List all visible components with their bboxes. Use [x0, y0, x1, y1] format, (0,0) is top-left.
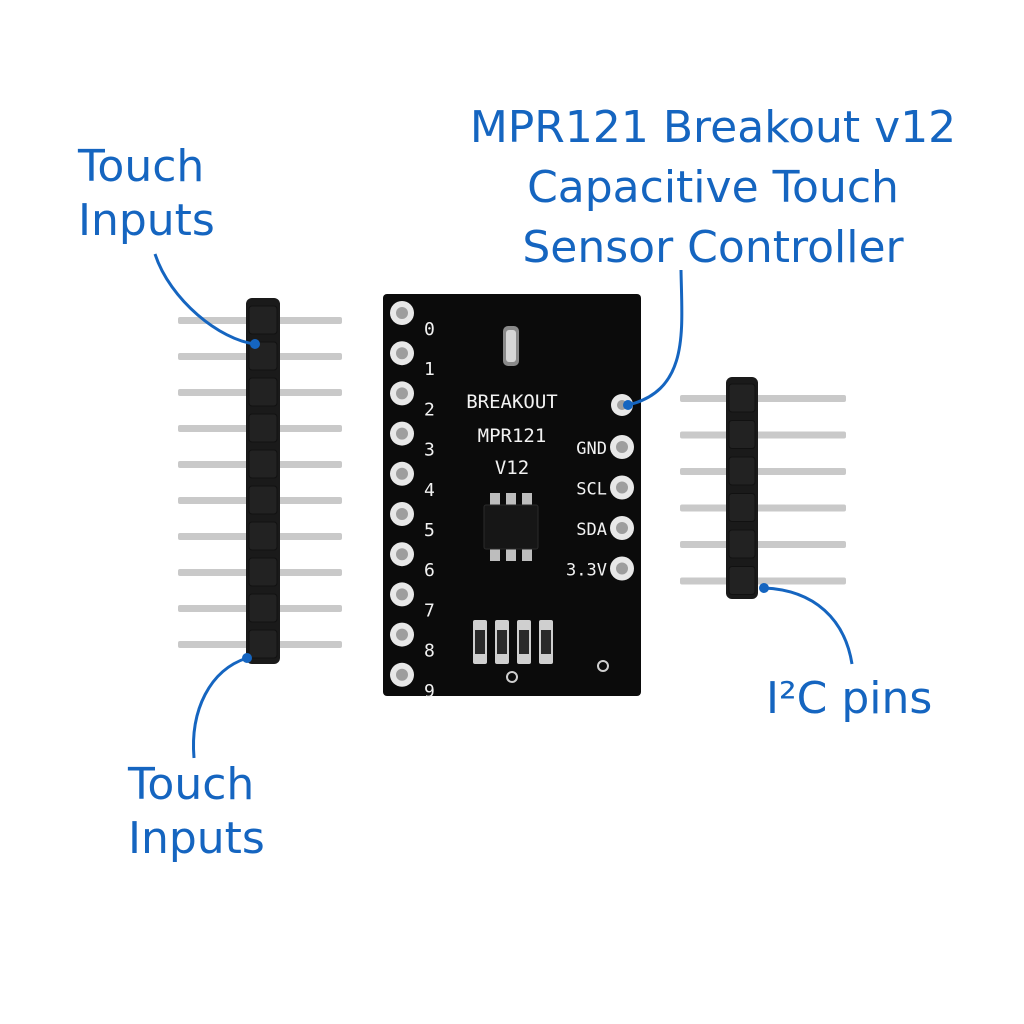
right-header-pin [680, 504, 846, 512]
left-header-segment [248, 377, 278, 407]
leader-dot-i2c [759, 583, 769, 593]
right-header-segment [728, 493, 756, 522]
touch-inputs-top-line1: Touch [78, 141, 205, 192]
board-title-line2: Capacitive Touch [527, 162, 899, 213]
right-pin-header [680, 377, 846, 599]
i2c-pins-label: I²C pins [766, 673, 933, 724]
touch-pad-hole [396, 387, 408, 400]
leader-touch-bottom [191, 656, 248, 759]
right-header-segment [728, 529, 756, 559]
touch-pad-hole [396, 668, 408, 681]
i2c-pin-label: GND [576, 439, 607, 459]
i2c-pin-label: SDA [576, 520, 607, 540]
touch-pad-hole [396, 508, 408, 520]
via-hole [506, 671, 518, 683]
left-header-segment [248, 449, 278, 479]
left-header-segment [248, 593, 278, 623]
touch-pin-label: 7 [424, 600, 435, 621]
touch-pin-label: 2 [424, 399, 435, 420]
touch-pad-hole [396, 427, 408, 440]
right-header-segment [728, 420, 756, 449]
touch-pin-label: 4 [424, 480, 435, 501]
leader-title [627, 269, 684, 407]
right-header-pin [680, 541, 846, 548]
mpr121-chip [483, 493, 539, 561]
touch-pin-label: 3 [424, 440, 435, 461]
right-header-pin [680, 395, 846, 402]
touch-pad-hole [396, 548, 408, 561]
mounting-hole [597, 660, 609, 672]
touch-pad-hole [396, 467, 408, 480]
right-header-pin [680, 431, 846, 439]
i2c-pin-label: 3.3V [566, 561, 607, 581]
left-header-segment [248, 629, 278, 659]
left-header-segment [248, 305, 278, 335]
touch-pin-label: 6 [424, 560, 435, 581]
touch-pad-hole [396, 307, 408, 319]
leader-dot-touch-top [250, 339, 260, 349]
touch-pin-label: 8 [424, 641, 435, 662]
i2c-pad-hole [616, 441, 628, 453]
leader-dot-touch-bottom [242, 653, 252, 663]
sensor-pad-highlight [506, 330, 516, 362]
left-header-segment [248, 341, 278, 371]
touch-pin-label: 9 [424, 681, 435, 702]
leader-touch-top [153, 253, 256, 346]
touch-pin-label: 5 [424, 520, 435, 541]
board-title-line1: MPR121 Breakout v12 [469, 102, 957, 153]
left-header-segment [248, 485, 278, 515]
touch-pad-hole [396, 628, 408, 641]
left-pad-column: 0 1 2 3 4 5 6 7 8 9 [390, 301, 435, 702]
silk-line-breakout: BREAKOUT [466, 391, 558, 413]
leader-dot-title [623, 400, 633, 410]
leader-lines [153, 253, 854, 759]
touch-pad-hole [396, 588, 408, 601]
touch-pin-label: 1 [424, 359, 435, 380]
leader-i2c [763, 586, 854, 665]
i2c-pin-label: SCL [576, 480, 607, 500]
i2c-pad-hole [616, 562, 628, 575]
board-title-line3: Sensor Controller [522, 222, 904, 273]
touch-inputs-top-line2: Inputs [78, 195, 215, 246]
leader-endpoints [242, 339, 769, 663]
left-header-segment [248, 521, 278, 551]
smd-resistors [473, 620, 553, 664]
i2c-pad-hole [616, 522, 628, 534]
right-header-pin [680, 577, 846, 585]
left-header-segment [248, 557, 278, 587]
mpr121-board: BREAKOUT MPR121 V12 0 1 2 3 4 5 6 7 [383, 294, 641, 702]
right-header-pin [680, 468, 846, 475]
right-header-segment [728, 566, 756, 595]
left-header-segment [248, 413, 278, 443]
touch-inputs-bottom-line1: Touch [128, 759, 255, 810]
silk-line-model: MPR121 [478, 425, 547, 447]
touch-inputs-label-top: Touch Inputs [78, 140, 215, 248]
touch-pad-hole [396, 347, 408, 360]
board-title-label: MPR121 Breakout v12 Capacitive Touch Sen… [440, 98, 986, 278]
i2c-pad-hole [616, 481, 628, 494]
right-header-segment [728, 456, 756, 486]
right-pad-column: GND SCL SDA 3.3V [566, 435, 634, 581]
touch-pin-label: 0 [424, 319, 435, 340]
touch-inputs-label-bottom: Touch Inputs [128, 758, 265, 866]
silk-line-version: V12 [495, 457, 529, 479]
left-pin-header [178, 298, 342, 664]
touch-inputs-bottom-line2: Inputs [128, 813, 265, 864]
right-header-segment [728, 383, 756, 413]
